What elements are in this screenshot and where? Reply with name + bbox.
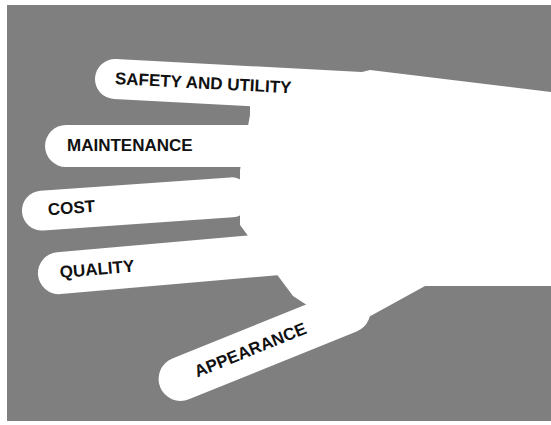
- finger-fill: [94, 58, 396, 114]
- hand-palm: [240, 70, 551, 330]
- finger-fill: [45, 125, 270, 167]
- finger-fill: [21, 176, 253, 232]
- finger-label: MAINTENANCE: [45, 125, 270, 167]
- finger-fill: [36, 231, 304, 296]
- finger-shape: MAINTENANCE: [45, 125, 270, 167]
- gray-background: [7, 5, 551, 421]
- finger-fill: [152, 282, 377, 407]
